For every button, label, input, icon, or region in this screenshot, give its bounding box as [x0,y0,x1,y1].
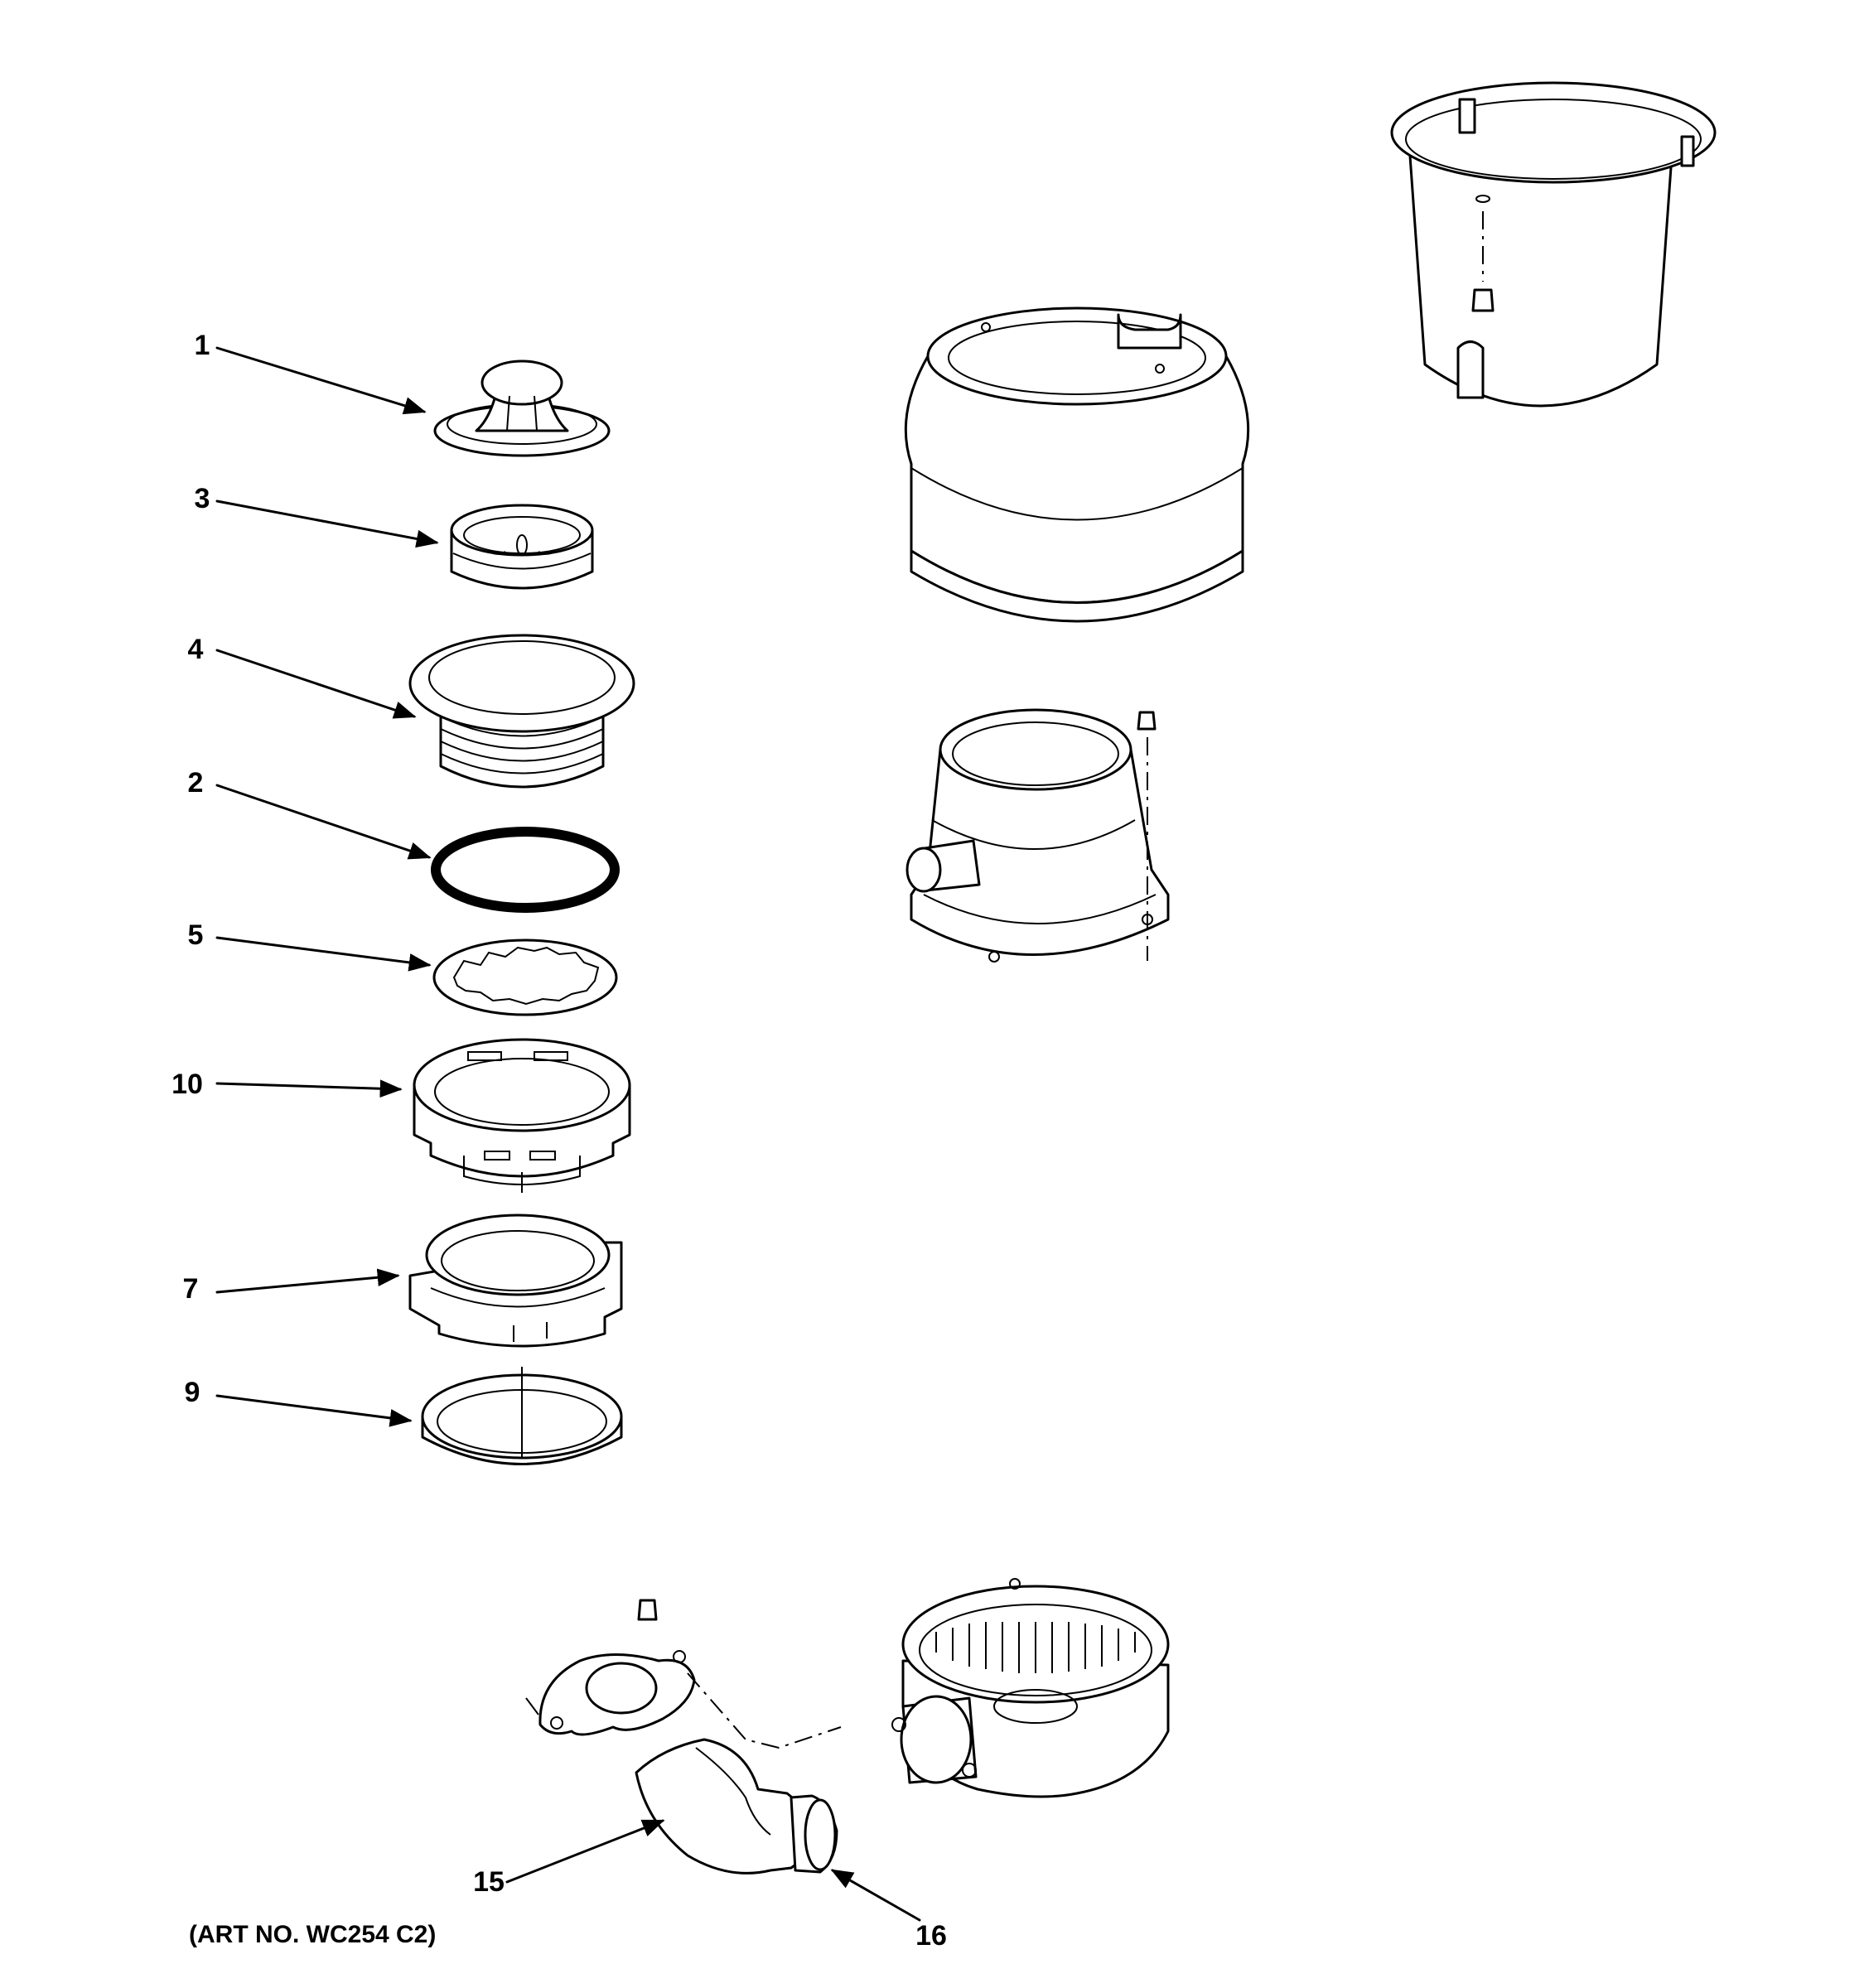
callout-16: 16 [915,1920,947,1952]
art-number-caption: (ART NO. WC254 C2) [189,1921,436,1948]
part-backup-ring [432,939,618,1016]
callout-9: 9 [185,1377,200,1408]
part-gasket [431,827,620,913]
callout-15: 15 [473,1866,505,1898]
callout-2: 2 [188,767,204,799]
part-upper-housing [904,306,1250,623]
callout-5: 5 [188,919,204,951]
callout-7: 7 [183,1273,199,1305]
callout-4: 4 [188,634,204,665]
part-sink-flange [408,634,635,789]
callout-1: 1 [195,330,210,361]
callout-leaders [215,346,921,1922]
part-motor-shell [1390,81,1717,408]
part-lower-housing [891,1578,1170,1798]
part-discharge-tube [525,1599,842,1875]
part-stopper [433,359,611,457]
part-fiber-gasket [421,1367,623,1465]
part-support-ring [408,1214,623,1348]
callout-10: 10 [171,1069,203,1100]
part-strainer [450,504,594,590]
part-mounting-ring [413,1038,631,1193]
part-inlet-housing [905,708,1170,963]
callout-3: 3 [195,483,210,514]
